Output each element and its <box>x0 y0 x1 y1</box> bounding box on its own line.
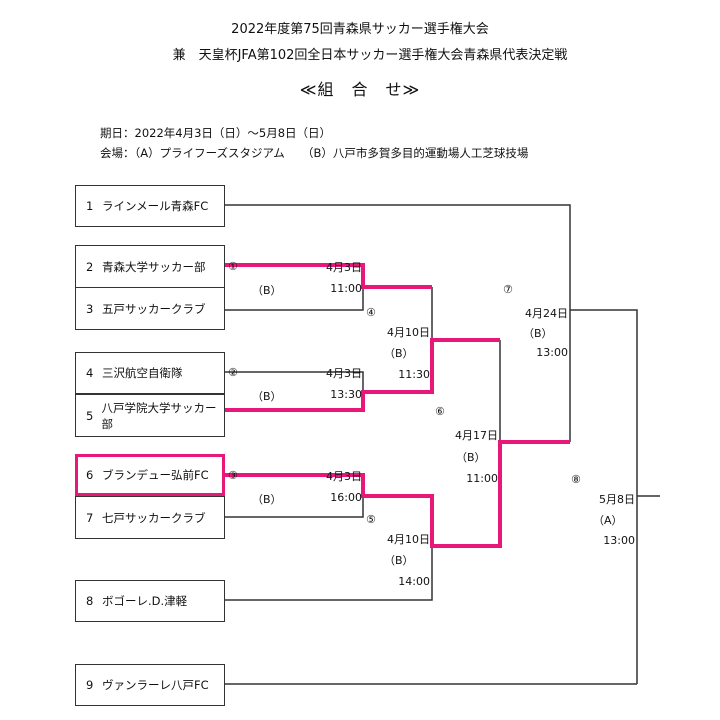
match-number: ③ <box>228 469 238 482</box>
match-date: 4月17日 <box>455 429 498 442</box>
match-number: ② <box>228 366 238 379</box>
team-seed: 7 <box>86 510 94 525</box>
tournament-title: 2022年度第75回青森県サッカー選手権大会 <box>231 22 489 37</box>
match-venue: （B） <box>252 284 282 297</box>
match-venue: （B） <box>384 554 414 567</box>
team-name: 八戸学院大学サッカー部 <box>101 400 217 431</box>
match-number: ① <box>228 260 238 273</box>
match-venue: （B） <box>523 327 553 340</box>
team-seed: 2 <box>86 259 94 274</box>
team-seed: 1 <box>86 199 94 213</box>
match-time: 16:00 <box>330 491 362 504</box>
team-name: 七戸サッカークラブ <box>102 510 206 525</box>
match-venue: （A） <box>593 514 623 527</box>
team-seed: 5 <box>86 408 94 423</box>
team-box: 1 ラインメール青森FC <box>75 185 225 227</box>
match-venue: （B） <box>456 451 486 464</box>
path-team6-win <box>225 440 570 548</box>
match-date: 4月3日 <box>326 470 362 483</box>
match-time: 13:30 <box>330 388 362 401</box>
line-team8 <box>225 546 433 601</box>
line-team3 <box>225 287 364 311</box>
team-box: 4 三沢航空自衛隊 <box>75 352 225 394</box>
bracket-heading: ≪組 合 せ≫ <box>299 80 421 99</box>
match-time: 14:00 <box>398 575 430 588</box>
match-date: 4月3日 <box>326 261 362 274</box>
team-box: 5 八戸学院大学サッカー部 <box>75 394 225 437</box>
team-name: ラインメール青森FC <box>102 199 209 213</box>
team-box: 7 七戸サッカークラブ <box>75 496 225 539</box>
venues: 会場：（A）プライフーズスタジアム （B）八戸市多賀多目的運動場人工芝球技場 <box>100 146 529 160</box>
team-seed: 9 <box>86 678 94 692</box>
match-venue: （B） <box>252 493 282 506</box>
team-box: 6 ブランデュー弘前FC <box>75 454 225 496</box>
team-seed: 6 <box>86 468 94 482</box>
team-seed: 4 <box>86 366 94 380</box>
path-team5-win <box>225 338 500 412</box>
match-date: 5月8日 <box>599 493 635 506</box>
team-box: 9 ヴァンラーレ八戸FC <box>75 664 225 706</box>
match-time: 13:00 <box>603 534 635 547</box>
team-name: ヴァンラーレ八戸FC <box>102 678 209 692</box>
team-seed: 8 <box>86 594 94 608</box>
match-number: ⑥ <box>435 405 445 418</box>
match-date: 4月10日 <box>387 326 430 339</box>
match-number: ⑤ <box>366 513 376 526</box>
match-venue: （B） <box>252 390 282 403</box>
match-number: ⑦ <box>503 283 513 296</box>
team-name: 五戸サッカークラブ <box>102 301 206 316</box>
match-venue: （B） <box>384 347 414 360</box>
match-time: 11:30 <box>398 368 430 381</box>
match-date: 4月24日 <box>525 307 568 320</box>
team-seed: 3 <box>86 301 94 316</box>
team-name: ボゴーレ.D.津軽 <box>102 594 188 608</box>
schedule-dates: 期日：2022年4月3日（日）～5月8日（日） <box>100 126 332 140</box>
team-name: 青森大学サッカー部 <box>102 259 206 274</box>
match-date: 4月3日 <box>326 367 362 380</box>
line-team1 <box>225 204 571 442</box>
match-time: 11:00 <box>330 282 362 295</box>
path-team2-win <box>225 263 432 289</box>
match-number: ⑧ <box>571 473 581 486</box>
line-team7 <box>225 496 364 518</box>
team-box: 2 青森大学サッカー部 <box>75 245 225 288</box>
line-m7-winner <box>570 309 638 684</box>
line-team4 <box>225 371 364 392</box>
match-time: 13:00 <box>536 346 568 359</box>
team-name: ブランデュー弘前FC <box>102 468 209 482</box>
match-number: ④ <box>366 306 376 319</box>
team-box: 8 ボゴーレ.D.津軽 <box>75 580 225 622</box>
tournament-subtitle-emperors-cup: 兼 天皇杯JFA第102回全日本サッカー選手権大会青森県代表決定戦 <box>172 48 568 63</box>
team-box: 3 五戸サッカークラブ <box>75 287 225 330</box>
match-time: 11:00 <box>466 472 498 485</box>
team-name: 三沢航空自衛隊 <box>102 366 183 380</box>
match-date: 4月10日 <box>387 533 430 546</box>
